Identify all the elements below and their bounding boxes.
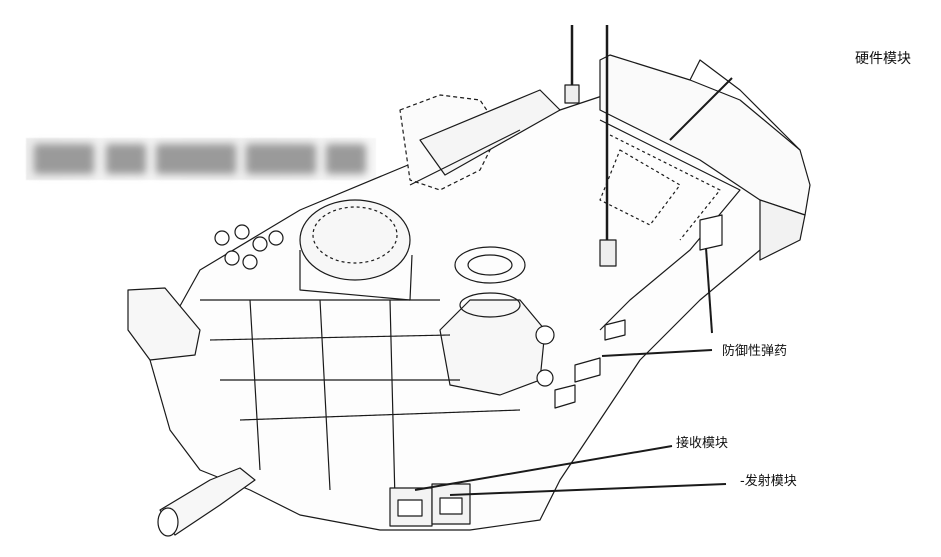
emitter-module-box xyxy=(431,483,471,525)
leader-receiver xyxy=(414,445,673,491)
rear-armor xyxy=(599,54,811,216)
gun-barrel xyxy=(159,467,256,536)
label-defensive-munition: 防御性弹药 xyxy=(722,344,788,359)
commander-sight xyxy=(439,299,546,396)
leader-hardware xyxy=(669,77,733,141)
defensive-munition-slots xyxy=(554,214,723,409)
leader-munition-1 xyxy=(705,247,713,334)
leader-emitter xyxy=(449,483,727,496)
side-box xyxy=(127,287,201,361)
label-emitter-module: -发射模块 xyxy=(740,474,797,489)
smoke-launchers xyxy=(214,224,284,270)
cupola-left xyxy=(299,199,411,281)
label-receiver-module: 接收模块 xyxy=(676,436,729,451)
blurred-redaction xyxy=(26,138,376,180)
label-hardware-module: 硬件模块 xyxy=(855,51,911,67)
hatch-center xyxy=(454,246,526,284)
leader-munition-2 xyxy=(601,349,713,357)
